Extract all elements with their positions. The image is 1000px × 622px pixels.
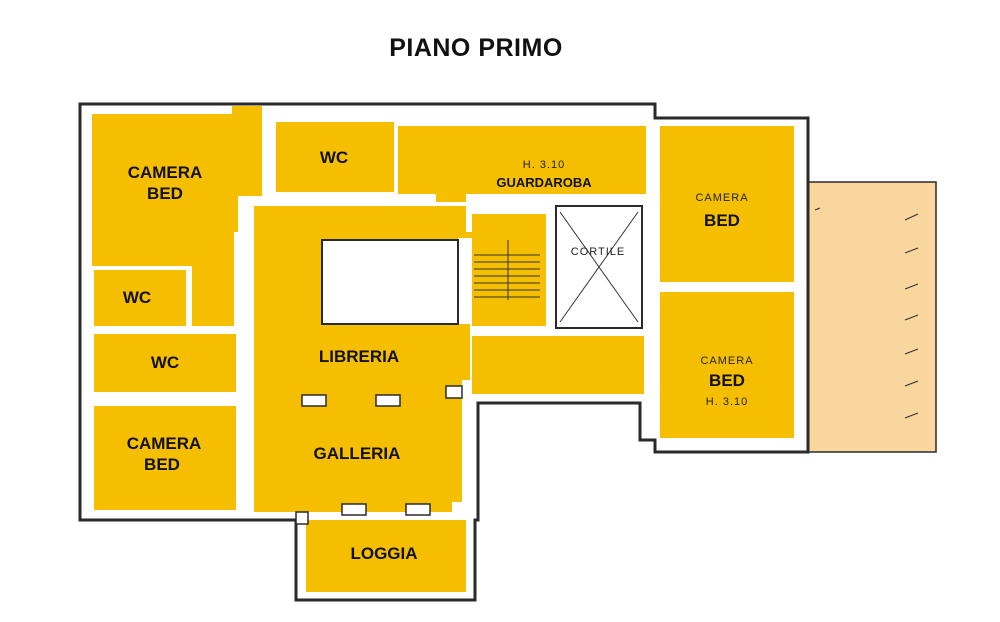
label-camera-se-2: BED	[709, 371, 745, 390]
label-wc-mid: WC	[151, 353, 179, 372]
room-camera-ne	[660, 126, 794, 282]
label-guardaroba-height: H. 3.10	[523, 159, 565, 171]
room-loggia	[306, 520, 466, 592]
room-camera-sw	[94, 406, 236, 510]
page-title: PIANO PRIMO	[389, 34, 563, 62]
label-camera-nw-1: CAMERA	[128, 163, 203, 182]
room-wc-top	[276, 122, 394, 192]
room-guardaroba	[398, 126, 646, 202]
room-camera-se	[660, 292, 794, 438]
terrace-marks	[814, 207, 919, 419]
columns	[295, 385, 463, 525]
label-camera-ne-2: BED	[704, 211, 740, 230]
terrace	[806, 182, 936, 452]
stairs	[472, 214, 546, 326]
label-camera-ne-1: CAMERA	[695, 192, 748, 204]
label-wc-left: WC	[123, 288, 151, 307]
rooms	[92, 106, 794, 592]
stair-steps	[474, 240, 540, 300]
label-camera-se-height: H. 3.10	[706, 396, 748, 408]
label-camera-sw-1: CAMERA	[127, 434, 202, 453]
label-galleria: GALLERIA	[314, 444, 401, 463]
room-wc-mid	[94, 334, 236, 392]
room-corridor	[472, 336, 644, 394]
label-camera-sw-2: BED	[144, 455, 180, 474]
label-guardaroba: GUARDAROBA	[496, 175, 592, 190]
stair-void	[321, 239, 459, 325]
label-libreria: LIBRERIA	[319, 347, 399, 366]
room-wc-left	[94, 270, 186, 326]
label-camera-nw-2: BED	[147, 184, 183, 203]
room-camera-nw	[92, 106, 262, 326]
label-camera-se-1: CAMERA	[700, 355, 753, 367]
label-loggia: LOGGIA	[350, 544, 417, 563]
label-courtyard: CORTILE	[571, 246, 625, 258]
label-wc-top: WC	[320, 148, 348, 167]
